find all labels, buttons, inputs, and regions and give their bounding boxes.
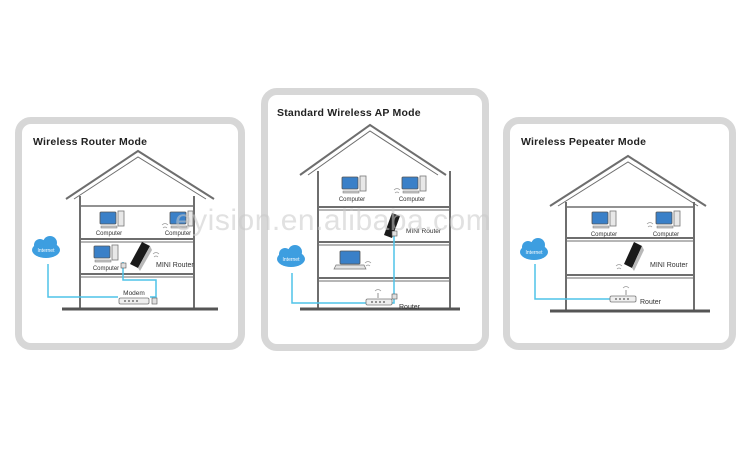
wifi-icon xyxy=(161,223,169,229)
computer-icon xyxy=(99,210,125,229)
internet-label: Internet xyxy=(526,250,544,256)
router-icon xyxy=(365,289,398,306)
wifi-icon xyxy=(646,222,654,228)
computer-icon xyxy=(93,244,119,263)
computer-label: Computer xyxy=(399,197,425,203)
panel-title: Wireless Router Mode xyxy=(33,136,148,148)
roof xyxy=(65,149,215,200)
internet-cloud-icon xyxy=(277,245,305,267)
cable xyxy=(534,264,610,300)
wifi-icon xyxy=(152,252,160,258)
computer-icon xyxy=(169,210,194,229)
computer-label: Computer xyxy=(96,231,122,237)
mini-router-icon xyxy=(384,213,400,238)
laptop-icon xyxy=(333,250,367,270)
modem-icon xyxy=(118,297,158,305)
internet-label: Internet xyxy=(38,248,56,254)
computer-label: Computer xyxy=(165,231,191,237)
modem-label: Modem xyxy=(123,290,145,297)
mini-router-icon xyxy=(624,242,644,271)
cable xyxy=(47,264,118,298)
cable xyxy=(291,273,368,304)
router-icon xyxy=(609,286,637,303)
wifi-icon xyxy=(393,188,401,194)
computer-icon xyxy=(591,210,617,229)
panel-title: Standard Wireless AP Mode xyxy=(277,107,421,119)
house-diagram: Internet Computer Computer MINI Router xyxy=(277,123,460,311)
cable xyxy=(122,262,157,298)
computer-label: Computer xyxy=(339,197,365,203)
wireless-repeater-mode-panel: Wireless Pepeater Mode Internet Compu xyxy=(503,117,736,350)
watermark: eyision.en.alibaba.com xyxy=(175,204,492,237)
mini-router-icon xyxy=(120,242,152,271)
house-diagram: Internet Computer Computer Computer xyxy=(32,149,218,311)
computer-icon xyxy=(341,175,367,194)
computer-label: Computer xyxy=(93,266,119,272)
roof xyxy=(549,154,707,207)
house-diagram: Internet Computer Computer MINI Router xyxy=(520,154,710,313)
computer-icon xyxy=(401,175,427,194)
router-label: Router xyxy=(640,299,662,306)
computer-label: Computer xyxy=(591,232,617,238)
internet-label: Internet xyxy=(283,257,301,263)
mini-router-label: MINI Router xyxy=(156,262,194,269)
mini-router-label: MINI Router xyxy=(406,228,442,235)
wifi-icon xyxy=(615,264,623,270)
internet-cloud-icon xyxy=(520,238,548,260)
wifi-icon xyxy=(364,261,372,267)
roof xyxy=(299,123,447,176)
wireless-router-mode-panel: Wireless Router Mode Internet xyxy=(15,117,245,350)
standard-wireless-ap-mode-panel: Standard Wireless AP Mode Internet xyxy=(261,88,489,351)
internet-cloud-icon xyxy=(32,236,60,258)
mini-router-label: MINI Router xyxy=(650,262,688,269)
router-label: Router xyxy=(399,304,421,311)
panel-title: Wireless Pepeater Mode xyxy=(521,136,647,148)
computer-label: Computer xyxy=(653,232,679,238)
computer-icon xyxy=(655,210,681,229)
